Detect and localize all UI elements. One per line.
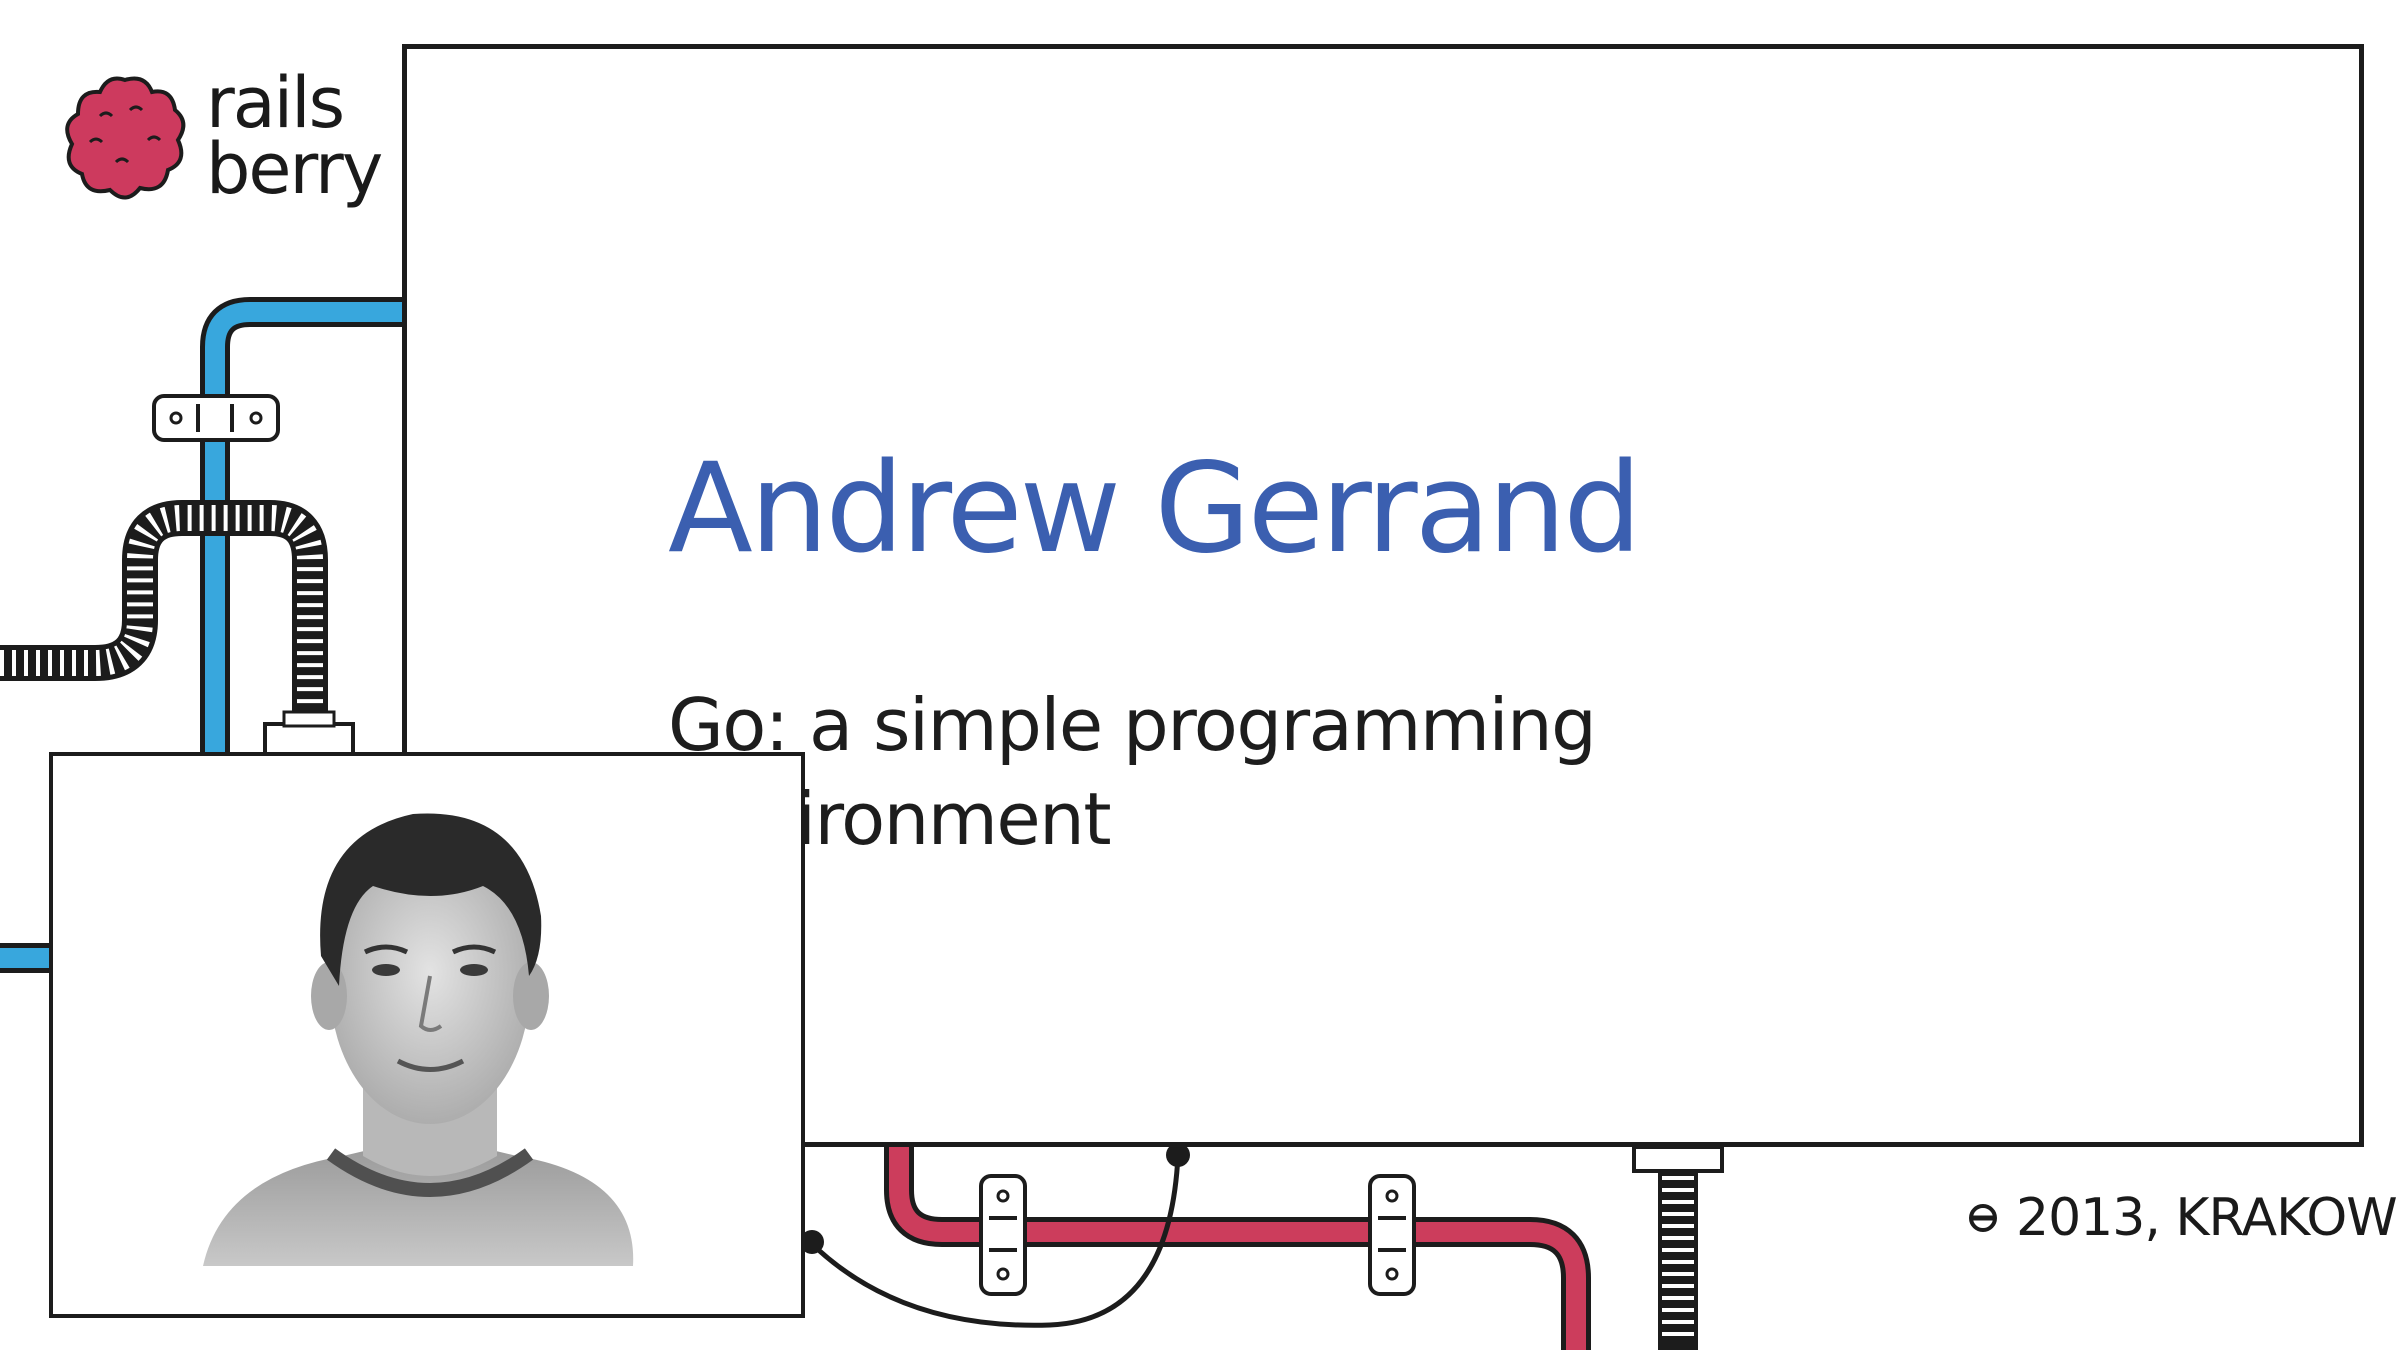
speaker-name: Andrew Gerrand — [668, 437, 1642, 581]
event-caption: 2013, KRAKOW — [1968, 1182, 2400, 1254]
blue-pipe — [205, 302, 402, 760]
pipe-clamp-icon — [1368, 1174, 1416, 1296]
logo-wordmark: rails berry — [206, 62, 383, 210]
talk-title: Go: a simple programming environment — [668, 678, 1668, 866]
cable — [808, 1154, 1181, 1328]
talk-title-line: environment — [668, 777, 1112, 861]
talk-title-line: Go: a simple programming — [668, 683, 1597, 767]
event-year-location: 2013, KRAKOW — [2016, 1188, 2398, 1248]
logo-line: berry — [206, 128, 383, 210]
speaker-portrait-image — [203, 813, 634, 1266]
pipe-clamp-icon — [152, 394, 280, 442]
railsberry-logo: rails berry — [60, 62, 390, 230]
pipe-clamp-icon — [979, 1174, 1027, 1296]
speaker-photo — [49, 752, 805, 1318]
logo-line: rails — [206, 62, 345, 144]
raspberry-logo-icon — [65, 76, 186, 200]
screw-icon — [1969, 1204, 1997, 1232]
red-pipe — [889, 1147, 1586, 1350]
